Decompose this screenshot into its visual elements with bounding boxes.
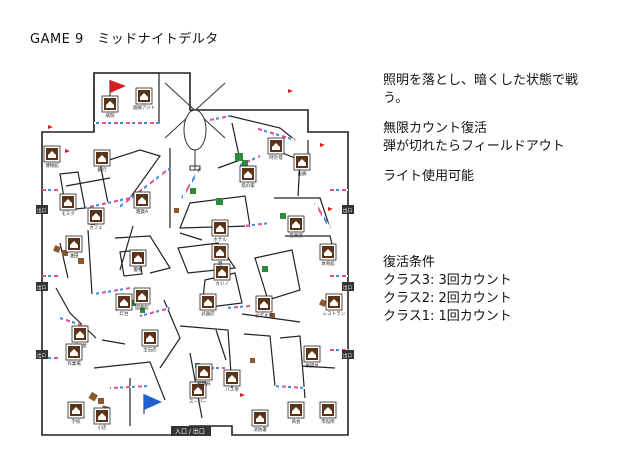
blue-team-spawn-flag	[143, 394, 162, 414]
building-mini-shop: 小店	[93, 407, 111, 431]
building-label: 港	[218, 260, 223, 267]
building-port: 港	[211, 243, 229, 267]
barrier-lines	[42, 115, 348, 389]
svg-text:入口 / 出口: 入口 / 出口	[175, 428, 205, 436]
building-video-shop: ビデオ店	[255, 295, 273, 319]
building-mosque: モスク	[59, 193, 77, 217]
building-label: 体育館	[321, 260, 335, 267]
building-jewelry: 宝石店	[141, 329, 159, 353]
building-label: 雑貨A	[136, 208, 149, 215]
building-cafe: カフェ	[87, 207, 105, 231]
building-tower-house: 塔の家	[239, 165, 257, 189]
building-hotel: ホテル	[211, 219, 229, 243]
building-lighthouse: 灯台	[115, 293, 133, 317]
rule-ammo-out: 弾が切れたらフィールドアウト	[383, 139, 565, 154]
building-city-hall: 市役所	[319, 401, 337, 425]
building-gym: 体育館	[319, 243, 337, 267]
building-label: モスク	[61, 211, 75, 217]
building-label: 小店	[98, 424, 107, 431]
building-label: カフェ	[89, 225, 103, 231]
respawn-class3: クラス3: 3回カウント	[383, 273, 512, 288]
building-bandit-hideout: 盗賊アジト	[133, 87, 155, 111]
building-library: 図書館	[133, 287, 151, 311]
building-label: 画廊	[298, 170, 307, 177]
svg-text:出口: 出口	[37, 284, 46, 291]
building-police: 警察	[129, 249, 147, 273]
rule-light-allowed: ライト使用可能	[383, 169, 475, 184]
building-observatory: 展望台	[303, 345, 321, 369]
building-supermarket: スーパー	[189, 381, 207, 405]
rule-infinite-respawn: 無限カウント復活	[383, 121, 488, 136]
building-label: 時計塔	[269, 154, 283, 161]
building-label: 作業場	[67, 360, 81, 367]
rules-panel: 照明を落とし、暗くした状態で戦う。 無限カウント復活 弾が切れたらフィールドアウ…	[383, 72, 603, 326]
building-shop-a: 雑貨A	[133, 191, 151, 215]
building-bank: 銀行	[93, 149, 111, 173]
building-hospital: 病院	[101, 95, 119, 119]
building-label: 音楽堂	[289, 232, 303, 239]
building-fire-station: 消防署	[251, 409, 269, 433]
building-label: カジノ	[215, 281, 228, 287]
building-label: 消防署	[253, 426, 267, 433]
building-label: 郵便局	[197, 380, 211, 387]
building-label: 市役所	[321, 418, 335, 425]
building-label: 灯台	[120, 310, 129, 317]
building-label: 銀行	[98, 166, 107, 173]
building-label: 盗賊アジト	[133, 104, 155, 111]
building-label: 学校	[72, 418, 81, 425]
building-label: 展望台	[305, 362, 319, 369]
building-oil-field: 油田	[65, 235, 83, 259]
building-post-office: 郵便局	[195, 363, 213, 387]
building-music-hall: 音楽堂	[287, 215, 305, 239]
page-title: GAME 9 ミッドナイトデルタ	[30, 32, 219, 47]
rule-darkness: 照明を落とし、暗くした状態で戦う。	[383, 73, 579, 106]
svg-text:出口: 出口	[343, 352, 352, 359]
building-label: バス停	[225, 386, 239, 393]
building-label: レストラン	[323, 311, 346, 317]
building-casino: カジノ	[213, 263, 231, 287]
building-weapon-shop: 武器店	[199, 293, 217, 317]
svg-text:出口: 出口	[343, 284, 352, 291]
building-museum: 博物館	[43, 145, 61, 169]
respawn-class1: クラス1: 1回カウント	[383, 309, 512, 324]
building-label: 病院	[106, 112, 115, 119]
building-label: ホテル	[213, 237, 227, 243]
building-label: 商会	[292, 418, 301, 425]
building-label: 塔の家	[241, 182, 255, 189]
svg-text:出口: 出口	[37, 352, 46, 359]
building-label: 武器店	[201, 310, 215, 317]
entrance-marker[interactable]: 入口 / 出口	[171, 426, 211, 436]
building-school: 学校	[67, 401, 85, 425]
building-restaurant: レストラン	[323, 293, 346, 317]
building-gallery: 画廊	[293, 153, 311, 177]
building-label: スーパー	[189, 399, 207, 405]
helicopter-icon	[164, 82, 226, 171]
exit-markers: 出口 出口 出口 出口 出口 出口	[36, 205, 354, 359]
building-workshop: 作業場	[65, 343, 83, 367]
respawn-heading: 復活条件	[383, 255, 436, 270]
building-label: 油田	[70, 252, 79, 259]
building-bus-stop: バス停	[223, 369, 241, 393]
svg-text:出口: 出口	[37, 207, 46, 214]
building-trading-co: 商会	[287, 401, 305, 425]
building-label: 図書館	[135, 304, 149, 311]
building-label: 博物館	[45, 162, 59, 169]
building-label: ビデオ店	[255, 312, 273, 319]
building-label: 警察	[134, 266, 143, 273]
svg-text:出口: 出口	[343, 207, 352, 214]
respawn-class2: クラス2: 2回カウント	[383, 291, 512, 306]
building-label: 宝石店	[143, 346, 157, 353]
building-clock-tower: 時計塔	[267, 137, 285, 161]
